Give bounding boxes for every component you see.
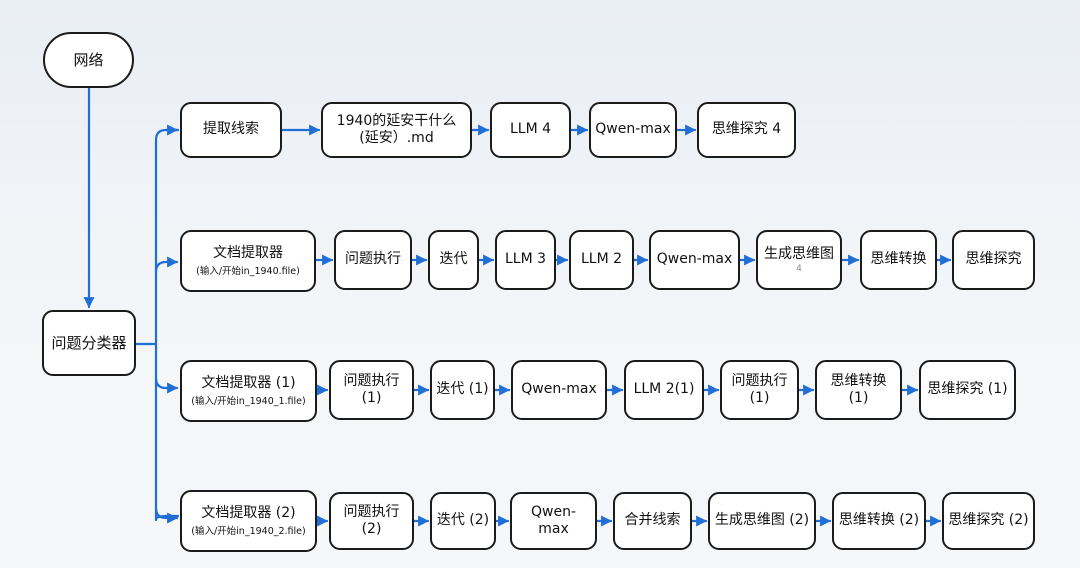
row4-step-label: 生成思维图 (2) [714, 512, 810, 529]
row4-step-label: 思维探究 (2) [948, 512, 1029, 529]
row1-step-node[interactable]: 思维探究 4 [697, 102, 796, 158]
row2-step-node[interactable]: 迭代 [428, 230, 479, 290]
branch-trunk [134, 128, 180, 522]
row4-step-label: 迭代 (2) [436, 512, 490, 529]
row4-step-node[interactable]: 问题执行 (2) [329, 492, 414, 550]
row2-mark: 4 [796, 264, 802, 275]
row1-step-label: 思维探究 4 [711, 121, 782, 138]
row2-step-node[interactable]: 生成思维图 4 [756, 230, 842, 290]
row4-step-node[interactable]: 合并线索 [613, 492, 692, 550]
row3-step-label: 思维探究 (1) [927, 381, 1008, 398]
row2-step-node[interactable]: LLM 2 [569, 230, 634, 290]
arrow-classifier-to-row4 [154, 506, 179, 524]
row2-step-node[interactable]: 思维探究 [952, 230, 1035, 290]
row4-step-node[interactable]: 思维转换 (2) [832, 492, 926, 550]
row3-head-label: 文档提取器 (1) [201, 375, 296, 392]
row2-step-label: Qwen-max [656, 251, 733, 268]
arrow-classifier-to-row3 [154, 376, 179, 394]
root-label: 网络 [73, 50, 104, 69]
row2-step-label: LLM 3 [504, 251, 547, 268]
row3-step-label: 问题执行 (1) [731, 372, 788, 407]
row4-step-label: Qwen-max [530, 503, 576, 538]
row4-step-node[interactable]: 迭代 (2) [430, 492, 496, 550]
row3-step-label: 思维转换 (1) [830, 372, 887, 407]
row2-step-node[interactable]: 思维转换 [860, 230, 937, 290]
row1-step-label: LLM 4 [509, 121, 552, 138]
root-node-network[interactable]: 网络 [43, 32, 134, 88]
row3-step-node[interactable]: 迭代 (1) [430, 360, 495, 420]
row2-head-label: 文档提取器 [213, 245, 283, 262]
row3-step-label: Qwen-max [521, 381, 597, 398]
row1-step-node[interactable]: 1940的延安干什么 (延安）.md [321, 102, 472, 158]
row1-head-label: 提取线索 [203, 121, 259, 138]
row2-step-node[interactable]: LLM 3 [495, 230, 556, 290]
row3-step-node[interactable]: 问题执行 (1) [720, 360, 799, 420]
row2-step-label: 问题执行 [345, 251, 401, 268]
row3-head-node[interactable]: 文档提取器 (1) (输入/开始in_1940_1.file) [180, 360, 317, 422]
row2-step-label: 思维探究 [965, 251, 1022, 268]
row3-step-label: LLM 2(1) [633, 381, 695, 398]
row3-head-sublabel: (输入/开始in_1940_1.file) [191, 395, 306, 407]
row4-step-node[interactable]: Qwen-max [510, 492, 597, 550]
row3-step-node[interactable]: 思维转换 (1) [815, 360, 902, 420]
row2-step-label: LLM 2 [580, 251, 623, 268]
row1-step-label: Qwen-max [595, 121, 671, 138]
row1-step-node[interactable]: Qwen-max [589, 102, 677, 158]
row2-step-label: 生成思维图 [764, 245, 834, 262]
row2-head-sublabel: (输入/开始in_1940.file) [196, 265, 300, 277]
row2-step-node[interactable]: Qwen-max [649, 230, 740, 290]
row3-step-node[interactable]: Qwen-max [511, 360, 607, 420]
row2-step-label: 迭代 [439, 251, 468, 268]
row4-head-node[interactable]: 文档提取器 (2) (输入/开始in_1940_2.file) [180, 490, 317, 552]
row4-step-label: 合并线索 [624, 512, 681, 529]
arrow-classifier-to-row2 [154, 256, 179, 274]
row2-step-label: 思维转换 [870, 251, 927, 268]
row4-head-label: 文档提取器 (2) [201, 505, 296, 522]
row4-head-sublabel: (输入/开始in_1940_2.file) [191, 525, 306, 537]
row1-step-label: 1940的延安干什么 (延安）.md [336, 112, 457, 147]
row4-step-node[interactable]: 思维探究 (2) [942, 492, 1035, 550]
classifier-label: 问题分类器 [51, 333, 127, 352]
question-classifier-node[interactable]: 问题分类器 [42, 310, 136, 376]
row3-step-node[interactable]: LLM 2(1) [624, 360, 704, 420]
row1-head-node[interactable]: 提取线索 [180, 102, 282, 158]
row1-step-node[interactable]: LLM 4 [490, 102, 571, 158]
row4-step-node[interactable]: 生成思维图 (2) [708, 492, 816, 550]
row4-step-label: 思维转换 (2) [838, 512, 920, 529]
row3-step-node[interactable]: 问题执行 (1) [329, 360, 414, 420]
row3-step-label: 问题执行 (1) [343, 372, 400, 407]
row4-step-label: 问题执行 (2) [343, 503, 400, 538]
row2-head-node[interactable]: 文档提取器 (输入/开始in_1940.file) [180, 230, 316, 292]
row2-step-node[interactable]: 问题执行 [334, 230, 412, 290]
row3-step-node[interactable]: 思维探究 (1) [919, 360, 1016, 420]
row3-step-label: 迭代 (1) [436, 381, 489, 398]
